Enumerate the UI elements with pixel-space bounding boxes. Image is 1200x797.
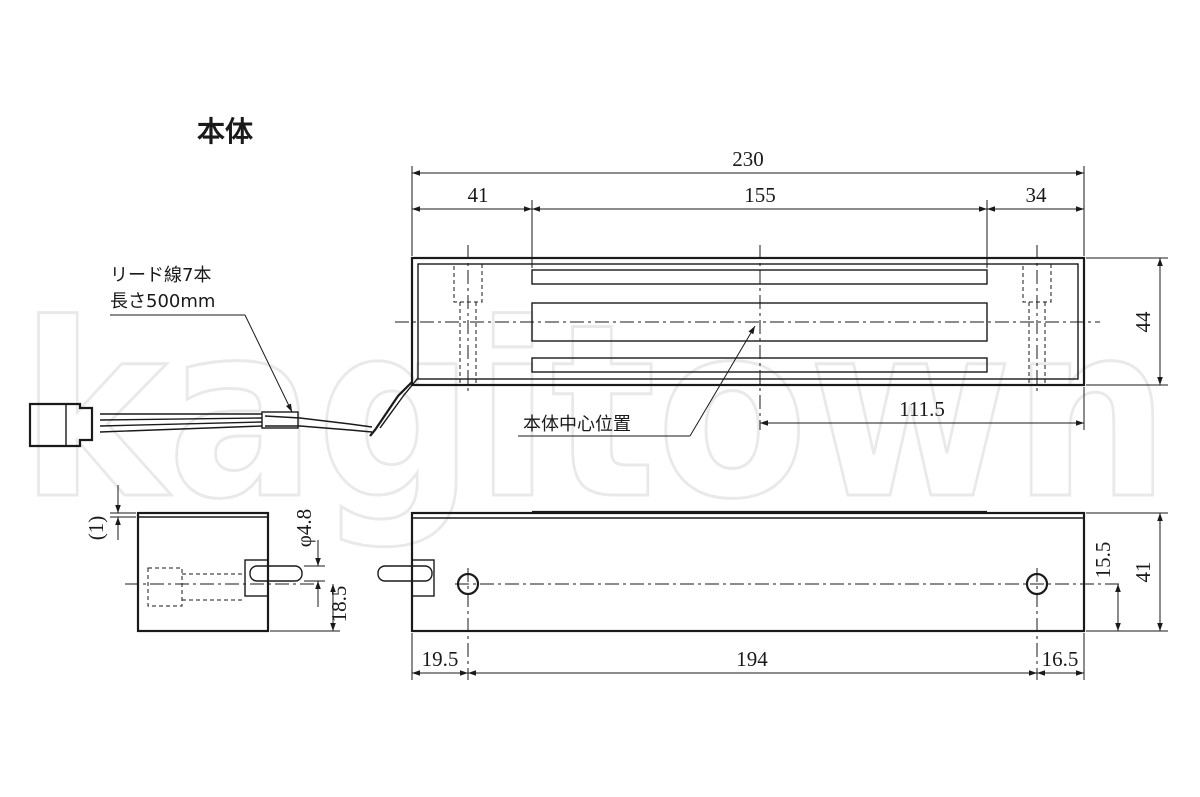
wire-exit-inner — [379, 377, 419, 429]
lead-wire-assembly: リード線7本 長さ500mm — [28, 265, 419, 448]
wire-upper — [264, 415, 373, 428]
watermark-text: kagitown — [20, 272, 1170, 552]
dim-hole-pitch: 194 — [736, 647, 768, 671]
dim-center-to-right: 111.5 — [899, 397, 945, 421]
lead-wire-label-1: リード線7本 — [110, 265, 211, 286]
side-wire-stub — [249, 565, 303, 582]
wire-lower — [265, 425, 373, 433]
center-label-leader — [689, 325, 756, 437]
wire-exit-outer — [369, 381, 413, 437]
wire-strand-2 — [99, 417, 263, 421]
front-wire-stub — [377, 565, 433, 582]
front-view: 19.5 194 16.5 15.5 41 — [377, 510, 1168, 680]
dim-body-height-front: 41 — [1131, 562, 1155, 583]
side-hidden-hole — [147, 567, 183, 607]
center-callout: 本体中心位置 — [518, 325, 756, 437]
side-view: (1) φ4.8 18.5 — [84, 485, 351, 633]
dim-hole-left: 19.5 — [422, 647, 459, 671]
dim-hole-height: 15.5 — [1091, 542, 1115, 579]
dim-wire-height: 18.5 — [327, 586, 351, 623]
lead-wire-label-2: 長さ500mm — [110, 291, 215, 312]
lead-label-leader — [244, 314, 293, 413]
wire-strand-4 — [99, 425, 263, 433]
wire-sleeve — [261, 411, 299, 429]
dim-wire-diameter: φ4.8 — [292, 509, 316, 547]
side-wire-boss — [244, 559, 269, 597]
front-wire-boss — [411, 559, 435, 597]
wire-strand-3 — [99, 421, 263, 427]
dim-coil-length: 155 — [744, 183, 776, 207]
top-view-dimensions: 230 41 155 34 44 111.5 — [411, 147, 1168, 430]
dim-right-offset: 34 — [1026, 183, 1048, 207]
dim-height-top-view: 44 — [1131, 311, 1155, 333]
dim-hole-right: 16.5 — [1042, 647, 1079, 671]
top-view — [395, 245, 1100, 430]
center-label: 本体中心位置 — [523, 414, 631, 435]
dim-left-offset: 41 — [468, 183, 489, 207]
dim-overall-length: 230 — [732, 147, 764, 171]
dim-side-clearance: (1) — [84, 516, 108, 541]
connector-icon — [28, 402, 94, 448]
page-title: 本体 — [197, 115, 254, 148]
